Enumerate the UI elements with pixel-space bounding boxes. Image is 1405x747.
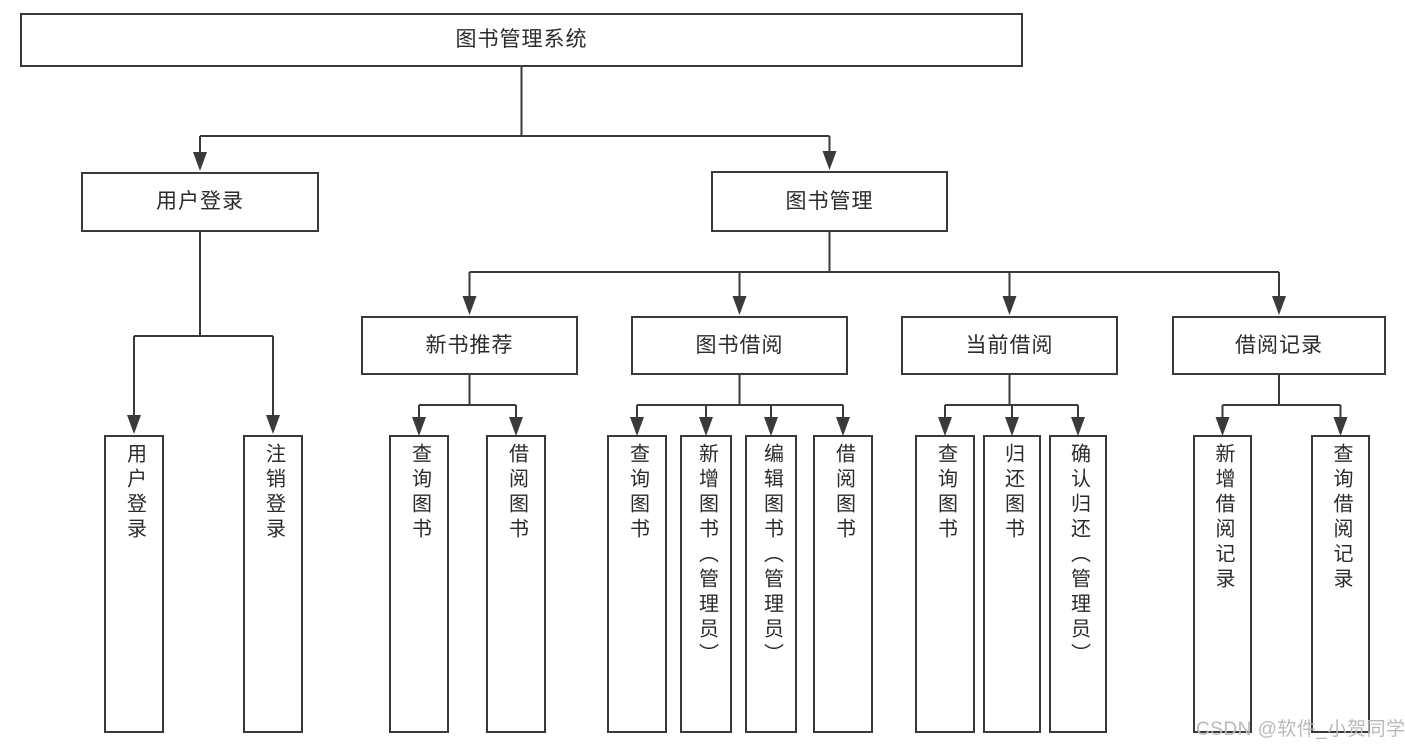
node-label: 借阅图书 [832,443,855,543]
node-leaf-rec-query[interactable]: 查询图书 [389,435,449,733]
node-user-login[interactable]: 用户登录 [81,172,319,232]
node-label: 图书借阅 [695,333,784,357]
node-root[interactable]: 图书管理系统 [20,13,1023,67]
node-label: 新增图书（管理员） [695,443,718,668]
node-leaf-user-login[interactable]: 用户登录 [104,435,164,733]
node-label: 查询图书 [934,443,957,543]
node-book-borrow[interactable]: 图书借阅 [631,316,848,375]
node-label: 新增借阅记录 [1212,443,1234,593]
node-leaf-cur-confirm[interactable]: 确认归还（管理员） [1049,435,1107,733]
node-leaf-rec-add[interactable]: 新增借阅记录 [1193,435,1252,733]
node-leaf-borrow-add[interactable]: 新增图书（管理员） [680,435,732,733]
node-label: 编辑图书（管理员） [760,443,783,668]
node-label: 查询图书 [408,443,431,543]
node-leaf-borrow-edit[interactable]: 编辑图书（管理员） [745,435,797,733]
node-label: 图书管理 [785,189,874,213]
node-leaf-rec-query2[interactable]: 查询借阅记录 [1311,435,1370,733]
node-label: 注销登录 [262,443,285,543]
node-current-borrow[interactable]: 当前借阅 [901,316,1118,375]
node-label: 查询图书 [626,443,649,543]
node-borrow-record[interactable]: 借阅记录 [1172,316,1386,375]
node-label: 用户登录 [156,190,244,214]
node-label: 归还图书 [1001,443,1024,543]
node-label: 借阅记录 [1235,333,1323,357]
node-leaf-cur-query[interactable]: 查询图书 [915,435,975,733]
node-new-book-rec[interactable]: 新书推荐 [361,316,578,375]
node-label: 借阅图书 [505,443,528,543]
node-leaf-user-logout[interactable]: 注销登录 [243,435,303,733]
node-label: 确认归还（管理员） [1067,443,1090,668]
node-label: 当前借阅 [965,333,1054,357]
node-book-manage[interactable]: 图书管理 [711,171,948,232]
node-leaf-borrow-query[interactable]: 查询图书 [607,435,667,733]
node-leaf-borrow-lend[interactable]: 借阅图书 [813,435,873,733]
node-label: 新书推荐 [425,333,514,357]
node-leaf-rec-borrow[interactable]: 借阅图书 [486,435,546,733]
node-label: 用户登录 [123,443,146,543]
node-leaf-cur-return[interactable]: 归还图书 [983,435,1041,733]
node-label: 图书管理系统 [455,28,588,52]
node-label: 查询借阅记录 [1330,443,1352,593]
